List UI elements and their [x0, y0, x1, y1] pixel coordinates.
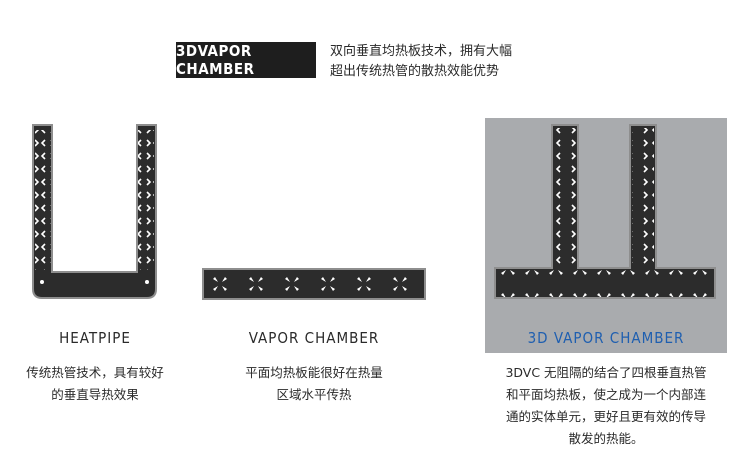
- heatpipe-desc-line-2: 的垂直导热效果: [51, 387, 139, 402]
- vapor-chamber-description: 平面均热板能很好在热量 区域水平传热: [218, 362, 410, 406]
- vapor-chamber-diagram-icon: [202, 268, 426, 300]
- 3d-vapor-chamber-title: 3D VAPOR CHAMBER: [527, 329, 685, 347]
- heatpipe-description: 传统热管技术，具有较好 的垂直导热效果: [6, 362, 184, 406]
- headline-line-2: 超出传统热管的散热效能优势: [330, 64, 500, 79]
- headline-line-1: 双向垂直均热板技术，拥有大幅: [330, 44, 513, 59]
- heatpipe-title: HEATPIPE: [59, 329, 131, 347]
- 3d-vc-desc-line-3: 通的实体单元，更好且更有效的传导: [505, 409, 706, 424]
- vapor-chamber-desc-line-1: 平面均热板能很好在热量: [245, 365, 383, 380]
- 3d-vc-desc-line-2: 和平面均热板，使之成为一个内部连: [505, 387, 706, 402]
- 3d-vc-desc-line-1: 3DVC 无阻隔的结合了四根垂直热管: [505, 365, 707, 380]
- brand-text: 3DVAPOR CHAMBER: [176, 42, 255, 78]
- headline: 双向垂直均热板技术，拥有大幅 超出传统热管的散热效能优势: [330, 42, 590, 82]
- heatpipe-desc-line-1: 传统热管技术，具有较好: [26, 365, 164, 380]
- 3d-vapor-chamber-description: 3DVC 无阻隔的结合了四根垂直热管 和平面均热板，使之成为一个内部连 通的实体…: [485, 362, 727, 450]
- 3d-vapor-chamber-panel: [485, 118, 727, 353]
- 3d-vc-desc-line-4: 散发的热能。: [568, 431, 644, 446]
- heatpipe-diagram-icon: [32, 124, 158, 300]
- brand-badge: 3DVAPOR CHAMBER: [176, 42, 316, 78]
- 3d-vapor-chamber-diagram-icon: [494, 124, 716, 300]
- vapor-chamber-desc-line-2: 区域水平传热: [276, 387, 352, 402]
- vapor-chamber-title: VAPOR CHAMBER: [248, 329, 380, 347]
